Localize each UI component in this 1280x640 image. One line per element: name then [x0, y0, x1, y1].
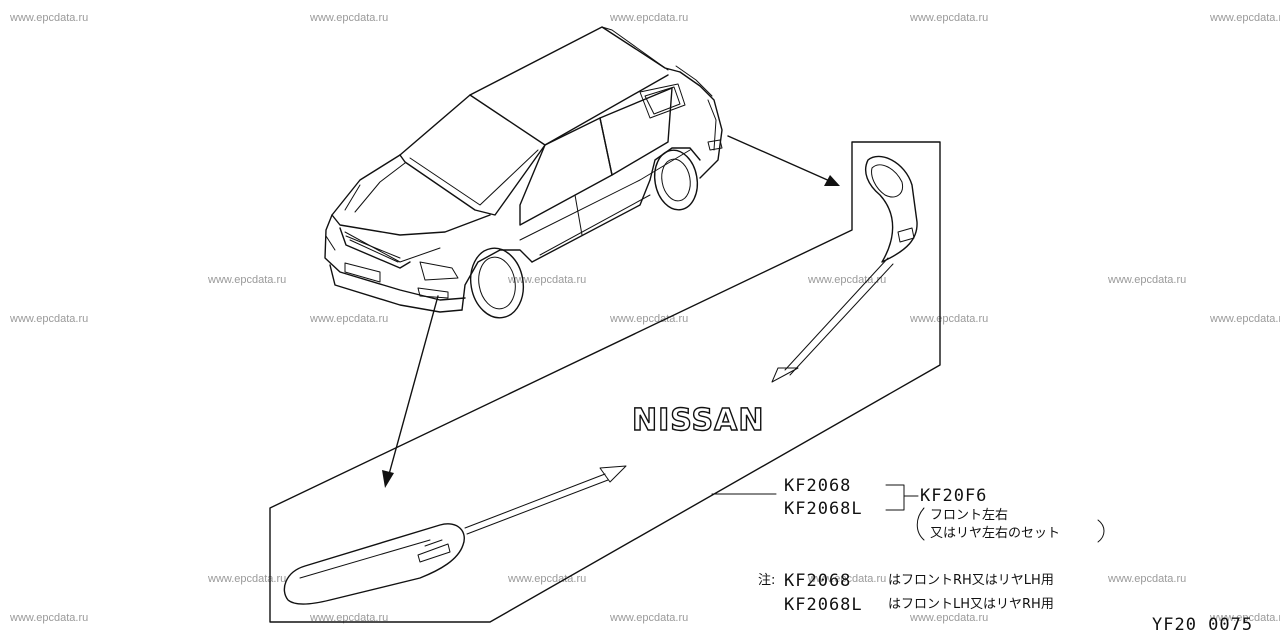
watermark: www.epcdata.ru: [9, 612, 88, 624]
watermark: www.epcdata.ru: [507, 573, 586, 585]
watermark: www.epcdata.ru: [1209, 12, 1280, 24]
watermark: www.epcdata.ru: [609, 12, 688, 24]
watermark: www.epcdata.ru: [1107, 274, 1186, 286]
note-code-2: KF2068L: [784, 595, 863, 615]
watermark: www.epcdata.ru: [9, 313, 88, 325]
note-text-1: はフロントRH又はリヤLH用: [888, 573, 1054, 588]
part-callouts: KF2068 KF2068L KF20F6 フロント左右 又はリヤ左右のセット: [784, 476, 1105, 543]
bracket: [885, 484, 919, 511]
watermark-layer: www.epcdata.ru www.epcdata.ru www.epcdat…: [9, 12, 1280, 624]
watermark: www.epcdata.ru: [507, 274, 586, 286]
set-code: KF20F6: [920, 486, 987, 506]
arrow-front-reflector: [387, 295, 439, 479]
reflector-rear: [864, 155, 918, 263]
watermark: www.epcdata.ru: [1209, 612, 1280, 624]
note-code-1: KF2068: [784, 571, 851, 591]
reflector-front: [283, 523, 465, 605]
arrow-double-line: [784, 257, 889, 371]
watermark: www.epcdata.ru: [807, 573, 886, 585]
watermark: www.epcdata.ru: [1209, 313, 1280, 325]
arrow-rear-reflector: [727, 135, 833, 183]
watermark: www.epcdata.ru: [609, 313, 688, 325]
part-number-left: KF2068L: [784, 499, 863, 519]
note-block: 注: KF2068 はフロントRH又はリヤLH用 KF2068L はフロントLH…: [758, 571, 1054, 615]
arrowhead-icon: [382, 470, 394, 488]
watermark: www.epcdata.ru: [609, 612, 688, 624]
watermark: www.epcdata.ru: [207, 573, 286, 585]
watermark: www.epcdata.ru: [1107, 573, 1186, 585]
brand-logo-text: NISSAN: [632, 403, 764, 438]
arrow-double-line: [464, 473, 606, 529]
watermark: www.epcdata.ru: [309, 12, 388, 24]
watermark: www.epcdata.ru: [909, 12, 988, 24]
watermark: www.epcdata.ru: [9, 12, 88, 24]
watermark: www.epcdata.ru: [309, 313, 388, 325]
car-illustration: [324, 26, 723, 319]
arrowhead-icon: [824, 175, 840, 186]
reflector-sheet: [269, 141, 941, 623]
watermark: www.epcdata.ru: [309, 612, 388, 624]
watermark: www.epcdata.ru: [807, 274, 886, 286]
part-number-right: KF2068: [784, 476, 851, 496]
watermark: www.epcdata.ru: [207, 274, 286, 286]
figure-code: YF20 0075: [1152, 615, 1253, 635]
watermark: www.epcdata.ru: [909, 313, 988, 325]
pointer-arrows: [382, 135, 894, 535]
arrowhead-icon: [599, 465, 627, 483]
watermark: www.epcdata.ru: [909, 612, 988, 624]
arrowhead-icon: [771, 367, 799, 383]
note-prefix: 注:: [758, 573, 775, 588]
note-text-2: はフロントLH又はリヤRH用: [888, 597, 1054, 612]
set-description-line2: 又はリヤ左右のセット: [930, 526, 1060, 541]
set-description-line1: フロント左右: [930, 508, 1008, 523]
